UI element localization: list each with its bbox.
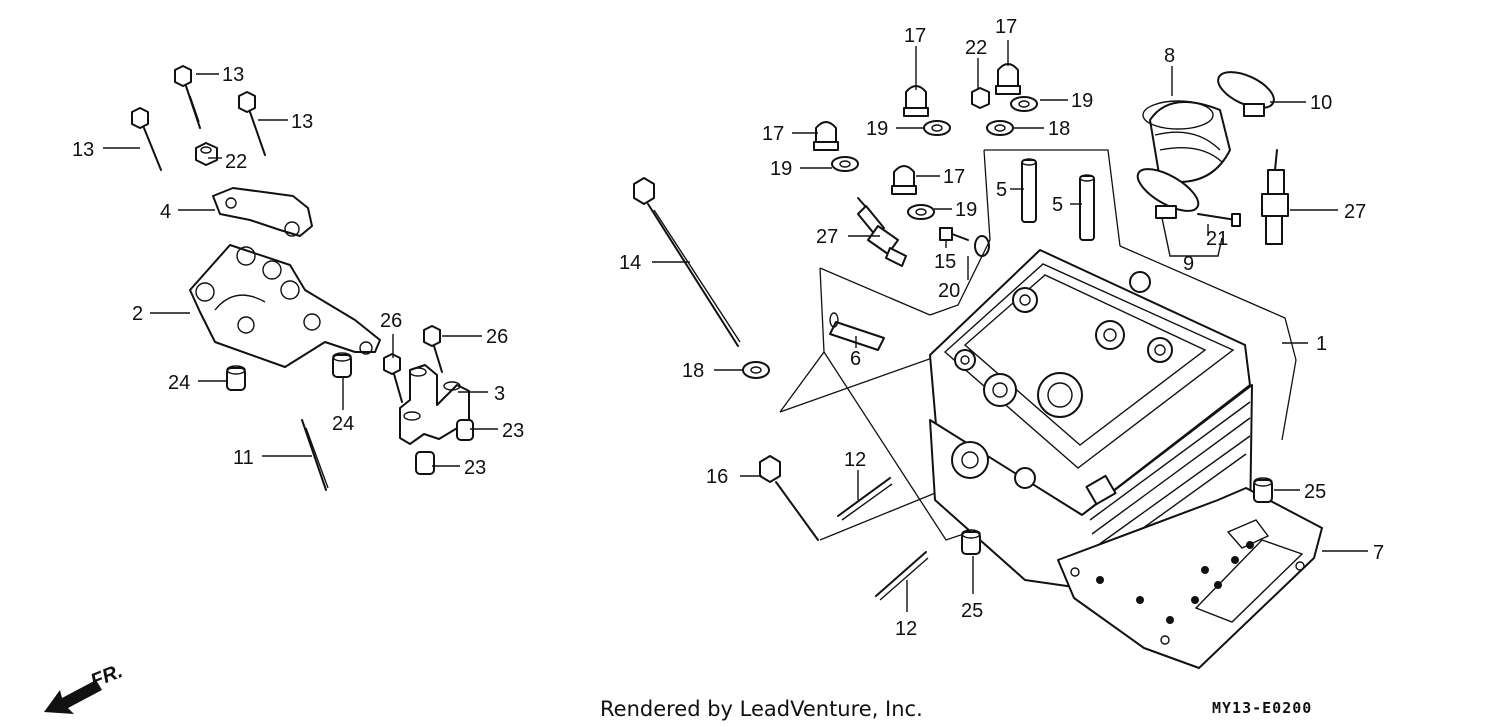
callout-24: 24 xyxy=(332,413,354,435)
callout-12: 12 xyxy=(844,449,866,471)
front-direction-arrow-icon: FR. xyxy=(44,660,126,714)
plate-4-part xyxy=(212,187,313,237)
callout-19: 19 xyxy=(1071,90,1093,112)
stud-12-part xyxy=(875,551,929,601)
bolt-21-part xyxy=(1197,213,1241,227)
callout-10: 10 xyxy=(1310,92,1332,114)
callout-17: 17 xyxy=(904,25,926,47)
valve-guide-6-part xyxy=(829,312,885,351)
callout-4: 4 xyxy=(160,201,171,223)
holder-3-part xyxy=(399,364,470,445)
callout-27: 27 xyxy=(1344,201,1366,223)
stud-12-part xyxy=(837,477,893,521)
dowel-25-part xyxy=(1253,477,1273,503)
callout-9: 9 xyxy=(1183,253,1194,275)
callout-17: 17 xyxy=(995,16,1017,38)
clamp-10-part xyxy=(1217,71,1275,117)
callout-26: 26 xyxy=(380,310,402,332)
bolt-13-part xyxy=(174,65,201,129)
camshaft-holder-2-part xyxy=(189,244,381,368)
callout-13: 13 xyxy=(291,111,313,133)
dowel-23-part xyxy=(456,419,474,441)
callout-22: 22 xyxy=(965,37,987,59)
washer-18-part xyxy=(986,120,1014,136)
callout-20: 20 xyxy=(938,280,960,302)
bolt-15-part xyxy=(939,227,969,241)
nut-22-part xyxy=(195,142,218,166)
washer-19-part xyxy=(907,204,935,220)
valve-guide-5-part xyxy=(1021,158,1037,223)
washer-19-part xyxy=(1010,96,1038,112)
cap-17-part xyxy=(891,165,917,195)
callout-13: 13 xyxy=(72,139,94,161)
callout-15: 15 xyxy=(934,251,956,273)
stud-11-part xyxy=(301,419,329,491)
callout-17: 17 xyxy=(943,166,965,188)
dowel-24-part xyxy=(226,365,246,391)
callout-25: 25 xyxy=(1304,481,1326,503)
dowel-23-part xyxy=(415,451,435,475)
callout-19: 19 xyxy=(955,199,977,221)
front-marker-label: FR. xyxy=(88,660,126,692)
bolt-14-part xyxy=(633,177,741,347)
callout-3: 3 xyxy=(494,383,505,405)
leader-lines-top xyxy=(792,40,1338,280)
cap-17-part xyxy=(813,121,839,151)
clamp-9-part xyxy=(1136,168,1200,219)
callout-14: 14 xyxy=(619,252,641,274)
callout-19: 19 xyxy=(770,158,792,180)
washer-19-part xyxy=(923,120,951,136)
callout-26: 26 xyxy=(486,326,508,348)
spark-plug-27-part xyxy=(1261,149,1289,245)
callout-1: 1 xyxy=(1316,333,1327,355)
spark-plug-27-part xyxy=(857,197,907,267)
callout-23: 23 xyxy=(502,420,524,442)
cap-17-part xyxy=(995,63,1021,95)
callout-2: 2 xyxy=(132,303,143,325)
callout-23: 23 xyxy=(464,457,486,479)
gasket-7-part xyxy=(1057,487,1323,669)
dowel-24-part xyxy=(332,352,352,378)
callout-6: 6 xyxy=(850,348,861,370)
callout-19: 19 xyxy=(866,118,888,140)
callout-21: 21 xyxy=(1206,228,1228,250)
callout-labels: 13 13 13 22 4 2 24 24 11 26 26 3 23 23 1… xyxy=(72,16,1384,640)
valve-guide-5-part xyxy=(1079,174,1095,241)
credit-text: Rendered by LeadVenture, Inc. xyxy=(600,697,923,721)
bolt-13-part xyxy=(131,107,162,171)
callout-22: 22 xyxy=(225,151,247,173)
callout-25: 25 xyxy=(961,600,983,622)
leader-lines-left xyxy=(103,73,498,467)
callout-8: 8 xyxy=(1164,45,1175,67)
diagram-code: MY13-E0200 xyxy=(1212,699,1312,717)
bolt-26-part xyxy=(423,325,443,373)
callout-24: 24 xyxy=(168,372,190,394)
nut-22-part xyxy=(971,87,990,109)
callout-13: 13 xyxy=(222,64,244,86)
bolt-13-part xyxy=(238,91,266,156)
bolt-26-part xyxy=(383,353,403,403)
dowel-25-part xyxy=(961,529,981,555)
callout-16: 16 xyxy=(706,466,728,488)
callout-12: 12 xyxy=(895,618,917,640)
callout-5: 5 xyxy=(996,179,1007,201)
callout-18: 18 xyxy=(1048,118,1070,140)
callout-7: 7 xyxy=(1373,542,1384,564)
washer-19-part xyxy=(831,156,859,172)
washer-18-part xyxy=(742,361,770,379)
cap-17-part xyxy=(903,85,929,117)
callout-27: 27 xyxy=(816,226,838,248)
callout-5: 5 xyxy=(1052,194,1063,216)
callout-17: 17 xyxy=(762,123,784,145)
callout-11: 11 xyxy=(233,447,254,469)
leader-lines-main xyxy=(652,261,1368,612)
callout-18: 18 xyxy=(682,360,704,382)
bolt-16-part xyxy=(759,455,819,541)
